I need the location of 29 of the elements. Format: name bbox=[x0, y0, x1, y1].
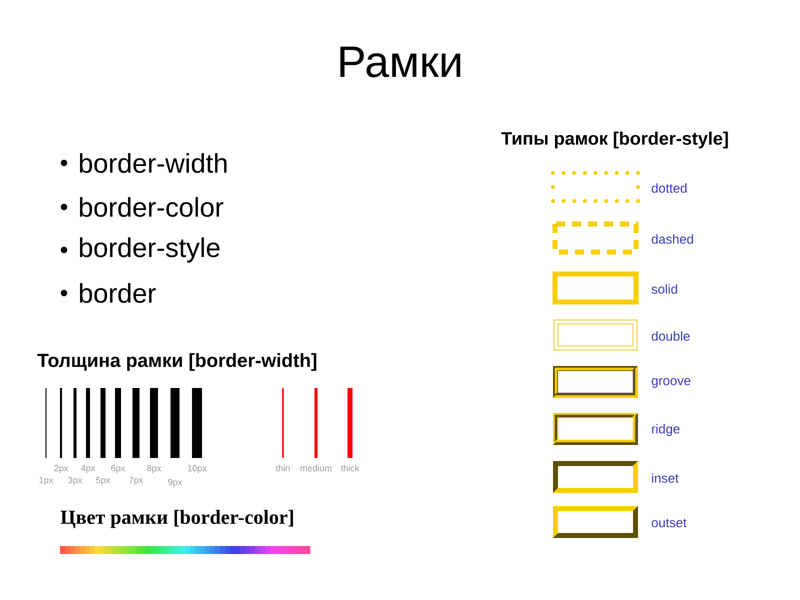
width-value: 7px bbox=[129, 476, 144, 486]
border-style-name: ridge bbox=[652, 424, 680, 436]
section-heading: Толщина рамки [border-width] bbox=[37, 353, 316, 371]
border-style-name: double bbox=[652, 331, 690, 341]
border-style-name: groove bbox=[652, 378, 690, 388]
width-value: 1px bbox=[39, 476, 54, 486]
width-value: 9px bbox=[168, 478, 182, 488]
width-keyword: medium bbox=[300, 464, 332, 472]
bullet-item: border-color bbox=[80, 197, 224, 217]
width-value: 6px bbox=[111, 464, 126, 474]
section-heading: Типы рамок [border-style] bbox=[501, 132, 728, 148]
width-value: 8px bbox=[147, 464, 162, 474]
width-value: 2px bbox=[54, 464, 68, 474]
section-heading: Цвет рамки [border-color] bbox=[60, 510, 293, 528]
width-value: 4px bbox=[80, 464, 96, 474]
width-value: 3px bbox=[68, 476, 82, 486]
width-value: 10px bbox=[188, 464, 207, 474]
bullet-item: border-style bbox=[80, 237, 220, 263]
title: Рамки bbox=[340, 46, 460, 78]
bullet-item: border bbox=[80, 283, 156, 303]
bullet-item: border-width bbox=[80, 153, 226, 173]
border-style-name: solid bbox=[652, 284, 678, 294]
border-style-name: dashed bbox=[652, 234, 694, 244]
border-style-name: outset bbox=[652, 518, 687, 528]
width-keyword: thin bbox=[276, 464, 290, 472]
border-style-name: inset bbox=[652, 473, 679, 483]
width-keyword: thick bbox=[340, 464, 360, 472]
border-style-name: dotted bbox=[652, 183, 687, 193]
width-value: 5px bbox=[96, 476, 110, 486]
